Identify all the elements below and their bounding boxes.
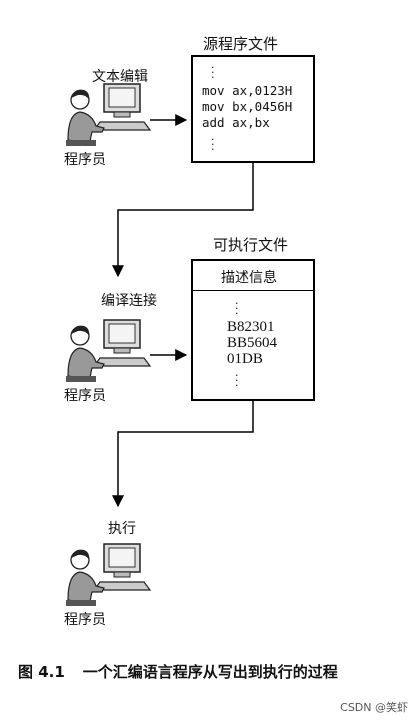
source-file-title: 源程序文件: [203, 35, 279, 53]
exe-header-label: 描述信息: [221, 270, 277, 286]
action-label-edit: 文本编辑: [92, 69, 148, 85]
programmer-icon: [64, 542, 152, 612]
machine-code-line: B82301: [227, 319, 275, 335]
code-line: mov ax,0123H: [202, 83, 293, 98]
programmer-label-3: 程序员: [64, 612, 106, 628]
source-file-box: ··· mov ax,0123H mov bx,0456H add ax,bx …: [191, 55, 315, 163]
watermark: CSDN @笑虾: [340, 701, 408, 714]
figure-caption: 图 4.1 一个汇编语言程序从写出到执行的过程: [18, 661, 338, 682]
machine-code-line: 01DB: [227, 351, 263, 367]
exe-file-title: 可执行文件: [213, 236, 289, 254]
figure-number: 图 4.1: [18, 663, 65, 681]
exe-file-box: 描述信息 ··· B82301 BB5604 01DB ···: [191, 259, 315, 401]
arrow-source-to-compile: [112, 162, 254, 278]
exe-header-row: 描述信息: [193, 261, 313, 291]
ellipsis-bottom: ···: [211, 133, 215, 156]
programmer-label-1: 程序员: [64, 152, 106, 168]
figure-caption-text: 一个汇编语言程序从写出到执行的过程: [82, 663, 338, 681]
action-label-run: 执行: [108, 521, 136, 537]
ellipsis-top: ···: [235, 297, 239, 320]
programmer-icon: [64, 82, 152, 152]
programmer-label-2: 程序员: [64, 388, 106, 404]
arrow-exe-to-run: [112, 401, 254, 508]
code-line: add ax,bx: [202, 115, 270, 130]
code-line: mov bx,0456H: [202, 99, 293, 114]
ellipsis-bottom: ···: [235, 369, 239, 392]
action-label-compile: 编译连接: [101, 293, 157, 309]
ellipsis-top: ···: [211, 61, 215, 84]
programmer-icon: [64, 318, 152, 388]
machine-code-line: BB5604: [227, 335, 278, 351]
